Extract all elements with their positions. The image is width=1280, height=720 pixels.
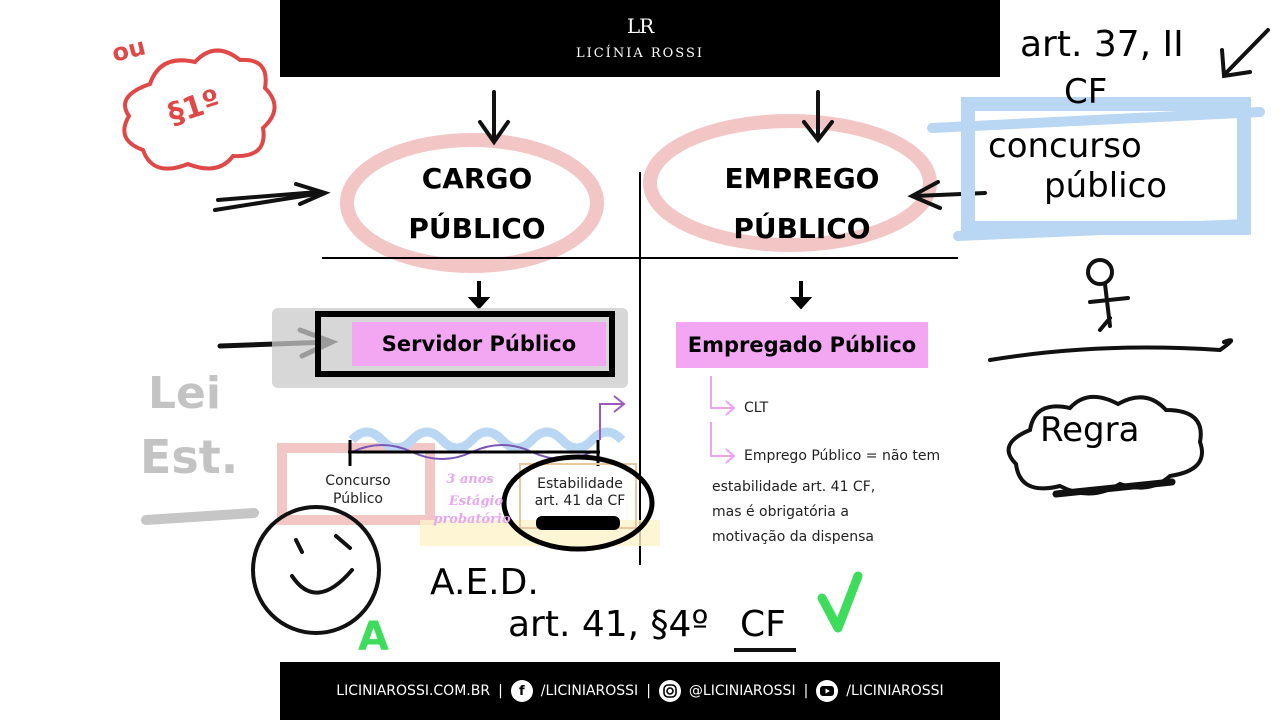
blue-box-stroke [953,219,1251,241]
emprego-circle [643,114,937,252]
header-bar: LR LICÍNIA ROSSI [280,0,1000,77]
footer-instagram[interactable]: @LICINIAROSSI [688,683,796,699]
timeline-stage-line1: Estágio [448,494,504,509]
arrow-down-icon [467,281,491,310]
arrow-right-icon [213,182,331,212]
empregado-publico-box: Empregado Público [676,322,928,368]
gray-underline [141,508,259,525]
emprego-note-line2: estabilidade art. 41 CF, [712,479,876,495]
timeline-start-line2: Público [333,491,383,507]
heading-emprego-line1: EMPREGO [724,162,880,195]
timeline-end-line2: art. 41 da CF [534,493,626,509]
heading-cargo-line2: PÚBLICO [408,212,546,245]
green-check-icon [817,571,863,633]
footer-bar: LICINIAROSSI.COM.BR | f /LICINIAROSSI | … [280,662,1000,720]
red-cloud [122,48,277,171]
annotation-art41: art. 41, §4º [508,604,709,645]
timeline-wave [348,427,626,453]
instagram-icon[interactable] [658,680,681,702]
facebook-icon[interactable]: f [510,680,533,702]
smiley-eye-icon [294,534,352,554]
regra-underline [1052,478,1176,498]
scroll-line [988,338,1233,362]
emprego-note-line3: mas é obrigatória a [712,504,849,520]
heading-emprego-line2: PÚBLICO [733,212,871,245]
clt-arrow-icon [710,376,736,416]
annotation-cf-right: CF [1064,72,1108,112]
emprego-note-arrow-icon [710,422,736,464]
footer-separator: | [803,683,809,699]
annotation-aed: A.E.D. [430,562,539,603]
annotation-publico: público [1044,166,1168,206]
estabilidade-underline [536,516,620,530]
brand-name: LICÍNIA ROSSI [575,46,705,61]
clt-label: CLT [744,400,769,416]
timeline-period: 3 anos [446,472,494,487]
footer-separator: | [646,683,651,699]
annotation-regra: Regra [1040,410,1140,450]
heading-cargo-line1: CARGO [421,162,533,195]
estabilidade-circle [501,454,655,552]
servidor-publico-box: Servidor Público [352,322,606,366]
cargo-circle [340,133,604,273]
footer-youtube[interactable]: /LICINIAROSSI [846,683,944,699]
timeline-arrow-up-icon [599,395,626,440]
person-icon-body [1088,282,1130,332]
smiley-mouth-icon [290,568,354,595]
timeline-end-line1: Estabilidade [537,476,623,492]
arrow-down-left-icon [1220,28,1270,79]
youtube-icon[interactable] [816,680,839,702]
smiley-face-icon [251,505,381,635]
blue-box-stroke [927,107,1265,133]
annotation-art37: art. 37, II [1020,24,1184,65]
logo-mark: LR [626,14,654,38]
annotation-cf-bottom: CF [740,604,786,645]
timeline-stage-line2: probatório [433,512,511,527]
annotation-lei: Lei [148,368,221,419]
emprego-note-line4: motivação da dispensa [712,529,874,545]
annotation-concurso: concurso [988,126,1142,166]
arrow-down-icon [802,90,834,144]
arrow-down-icon [789,281,813,310]
person-icon [1086,258,1114,286]
servidor-frame [315,311,615,377]
arrow-down-icon [478,90,510,146]
annotation-a: A [358,614,389,660]
timeline-start-line1: Concurso [325,473,391,489]
regra-cloud [1006,395,1204,496]
footer-website[interactable]: LICINIAROSSI.COM.BR [336,683,491,699]
annotation-est: Est. [140,430,239,484]
emprego-note-line1: Emprego Público = não tem [744,448,941,464]
footer-facebook[interactable]: /LICINIAROSSI [540,683,639,699]
footer-separator: | [498,683,503,699]
